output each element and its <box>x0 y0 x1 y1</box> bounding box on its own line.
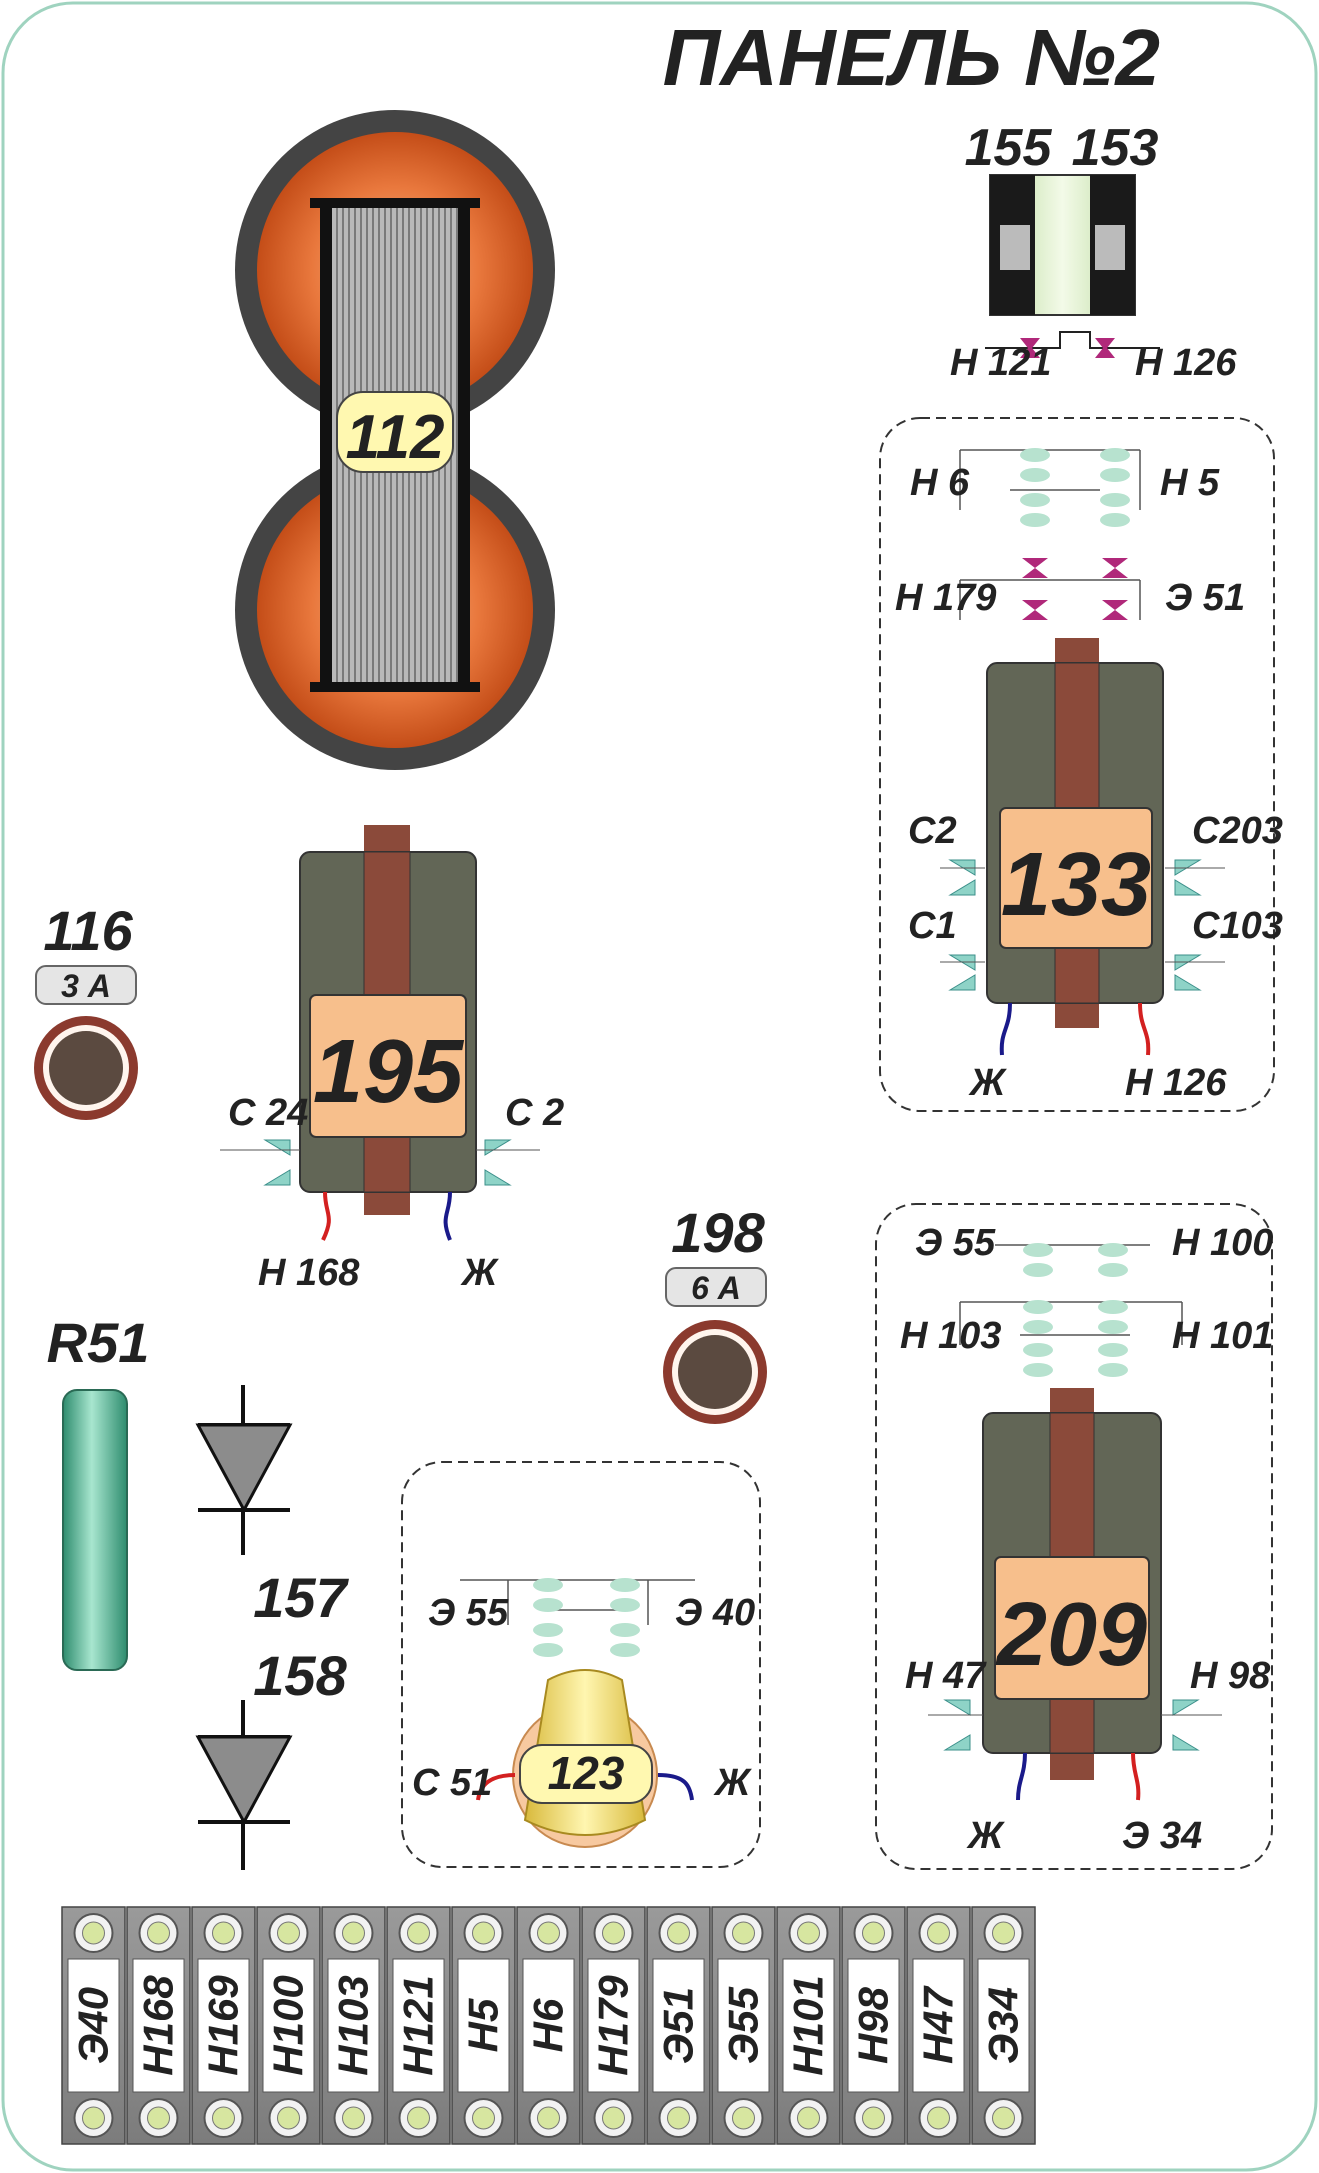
contact-label: С 2 <box>505 1092 564 1134</box>
contact-label: Н 179 <box>895 577 996 619</box>
relay-195: 195 С 24 С 2 Н 168 Ж <box>220 825 564 1294</box>
terminal-strip: Э40 Н168 Н169 Н100 Н103 Н121 Н5 Н6 Н179 Э51 Э55 Н10… <box>61 1906 1036 2145</box>
diode-157-label: 157 <box>253 1566 349 1629</box>
terminal-label: Н98 <box>850 1986 897 2064</box>
terminal-block: Э51 <box>646 1906 711 2145</box>
fuse-198-label: 198 <box>671 1201 765 1264</box>
switch-155-label: 155 <box>965 119 1053 177</box>
terminal-block: Э40 <box>61 1906 126 2145</box>
terminal-label: Н5 <box>460 1998 507 2052</box>
switch-153-label: 153 <box>1072 119 1159 177</box>
terminal-label: Н47 <box>915 1985 962 2064</box>
relay-123-label: 123 <box>548 1747 625 1799</box>
wire-label: Н 168 <box>258 1252 360 1294</box>
contact-label: Э 55 <box>915 1222 996 1264</box>
contact-label: Э 51 <box>1165 577 1245 619</box>
contact-label: С103 <box>1192 905 1283 947</box>
terminal-label: Н121 <box>395 1975 442 2075</box>
contact-label: С 24 <box>228 1092 308 1134</box>
contact-label: Н 6 <box>910 462 970 504</box>
terminal-block: Э55 <box>711 1906 776 2145</box>
wire-label: С 51 <box>412 1762 492 1804</box>
choke-112: 112 <box>235 110 555 770</box>
wire-label: Ж <box>460 1252 499 1294</box>
relay-123: Э 55 Э 40 123 С 51 Ж <box>401 1461 761 1868</box>
resistor-r51-label: R51 <box>47 1311 150 1374</box>
wire-label: Э 34 <box>1122 1815 1202 1857</box>
contact-label: Н 100 <box>1172 1222 1273 1264</box>
contact-label: Н 47 <box>905 1655 987 1697</box>
contact-label: С2 <box>908 810 957 852</box>
terminal-label: Н169 <box>200 1975 247 2076</box>
wire-label: Ж <box>968 1062 1007 1104</box>
relay-209: Э 55 Н 100 Н 103 Н 101 209 Н 47 Н 98 Ж Э… <box>875 1203 1273 1870</box>
fuse-198: 198 6 А <box>663 1201 767 1424</box>
terminal-block: Н6 <box>516 1906 581 2145</box>
relay-195-label: 195 <box>313 1022 465 1122</box>
wire-label: Ж <box>713 1762 752 1804</box>
terminal-block: Н168 <box>126 1906 191 2145</box>
diode-158: 158 <box>195 1644 348 1870</box>
contact-label: Н 101 <box>1172 1315 1273 1357</box>
terminal-block: Н101 <box>776 1906 841 2145</box>
terminal-block: Н5 <box>451 1906 516 2145</box>
terminal-label: Э34 <box>980 1987 1027 2064</box>
terminal-block: Н98 <box>841 1906 906 2145</box>
contact-label: Н 5 <box>1160 462 1220 504</box>
terminal-block: Н121 <box>386 1906 451 2145</box>
wire-label: Н 126 <box>1135 342 1237 384</box>
terminal-block: Н47 <box>906 1906 971 2145</box>
fuse-116: 116 3 А <box>34 899 138 1120</box>
terminal-label: Н103 <box>330 1975 377 2075</box>
terminal-label: Н168 <box>135 1975 182 2076</box>
panel-title: ПАНЕЛЬ №2 <box>663 13 1160 102</box>
diode-158-label: 158 <box>253 1644 347 1707</box>
contact-label: Э 55 <box>428 1592 509 1634</box>
wire-label: Н 121 <box>950 342 1051 384</box>
switch-155-153: 155 153 Н 121 Н 126 <box>950 119 1237 384</box>
terminal-label: Э51 <box>655 1987 702 2064</box>
terminal-label: Э55 <box>720 1986 767 2064</box>
terminal-block: Э34 <box>971 1906 1036 2145</box>
terminal-label: Н6 <box>525 1998 572 2052</box>
contact-label: Н 103 <box>900 1315 1001 1357</box>
wire-label: Н 126 <box>1125 1062 1227 1104</box>
terminal-block: Н169 <box>191 1906 256 2145</box>
choke-112-label: 112 <box>346 403 445 472</box>
resistor-r51: R51 <box>47 1311 150 1671</box>
relay-133-label: 133 <box>1001 835 1151 935</box>
contact-label: С1 <box>908 905 957 947</box>
relay-209-label: 209 <box>995 1585 1147 1685</box>
terminal-label: Н179 <box>590 1975 637 2076</box>
relay-133: Н 6 Н 5 Н 179 Э 51 133 С2 С1 С2 <box>879 417 1283 1112</box>
fuse-116-rating: 3 А <box>61 968 111 1004</box>
contact-label: С203 <box>1192 810 1283 852</box>
wire-label: Ж <box>966 1815 1005 1857</box>
terminal-block: Н100 <box>256 1906 321 2145</box>
terminal-label: Н100 <box>265 1975 312 2075</box>
terminal-label: Н101 <box>785 1975 832 2075</box>
terminal-block: Н179 <box>581 1906 646 2145</box>
terminal-label: Э40 <box>70 1987 117 2064</box>
diode-157: 157 <box>195 1385 350 1629</box>
contact-label: Н 98 <box>1190 1655 1271 1697</box>
terminal-block: Н103 <box>321 1906 386 2145</box>
contact-label: Э 40 <box>675 1592 755 1634</box>
fuse-116-label: 116 <box>43 899 133 962</box>
fuse-198-rating: 6 А <box>691 1270 741 1306</box>
